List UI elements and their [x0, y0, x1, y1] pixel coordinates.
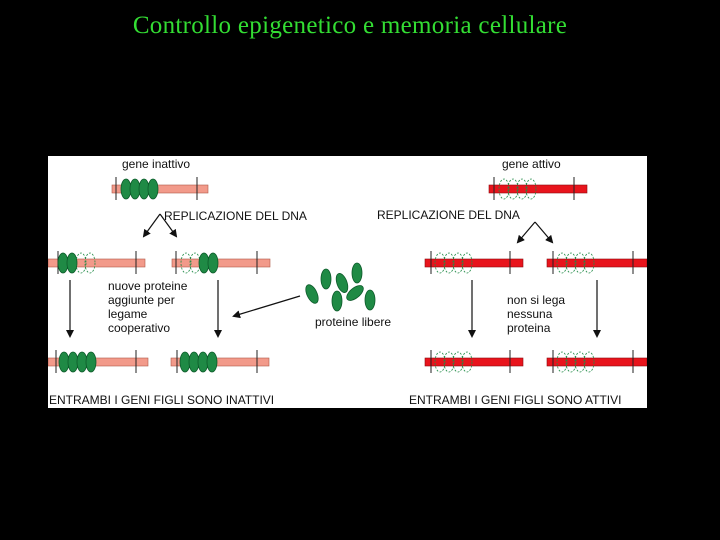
active-conclusion: ENTRAMBI I GENI FIGLI SONO ATTIVI: [409, 393, 621, 407]
daughter-dna-right-2: [546, 251, 647, 274]
left-note-line-3: legame: [108, 307, 148, 321]
bound-proteins: [120, 178, 159, 200]
epigenetic-diagram: gene inattivo REPLICAZIONE DEL DNA: [48, 156, 647, 408]
left-note-line-4: cooperativo: [108, 321, 170, 335]
right-note-line-3: proteina: [507, 321, 551, 335]
replication-split-arrows-right: [516, 221, 554, 244]
right-note-line-2: nessuna: [507, 307, 553, 321]
daughter-dna-left-2: [171, 251, 271, 274]
replication-label-right: REPLICAZIONE DEL DNA: [377, 208, 520, 222]
final-dna-left-1: [48, 350, 149, 373]
final-dna-left-2: [170, 350, 270, 373]
daughter-dna-left-1: [48, 251, 146, 274]
left-note-line-2: aggiunte per: [108, 293, 175, 307]
active-gene-dna: [488, 177, 588, 200]
free-proteins: [305, 262, 376, 312]
down-arrows-left: [66, 280, 222, 338]
right-note-line-1: non si lega: [507, 293, 565, 307]
replication-label-left: REPLICAZIONE DEL DNA: [164, 209, 307, 223]
final-dna-right-2: [546, 350, 647, 373]
replication-split-arrows-left: [142, 213, 178, 238]
active-gene-label: gene attivo: [502, 157, 561, 171]
down-arrows-right: [468, 280, 601, 338]
protein-recruit-arrow: [232, 295, 301, 319]
inactive-gene-label: gene inattivo: [122, 157, 190, 171]
final-dna-right-1: [424, 350, 524, 373]
daughter-dna-right-1: [424, 251, 524, 274]
inactive-conclusion: ENTRAMBI I GENI FIGLI SONO INATTIVI: [49, 393, 274, 407]
left-note-line-1: nuove proteine: [108, 279, 188, 293]
slide-title: Controllo epigenetico e memoria cellular…: [132, 12, 568, 39]
inactive-gene-dna: [111, 177, 209, 200]
free-proteins-label: proteine libere: [315, 315, 391, 329]
